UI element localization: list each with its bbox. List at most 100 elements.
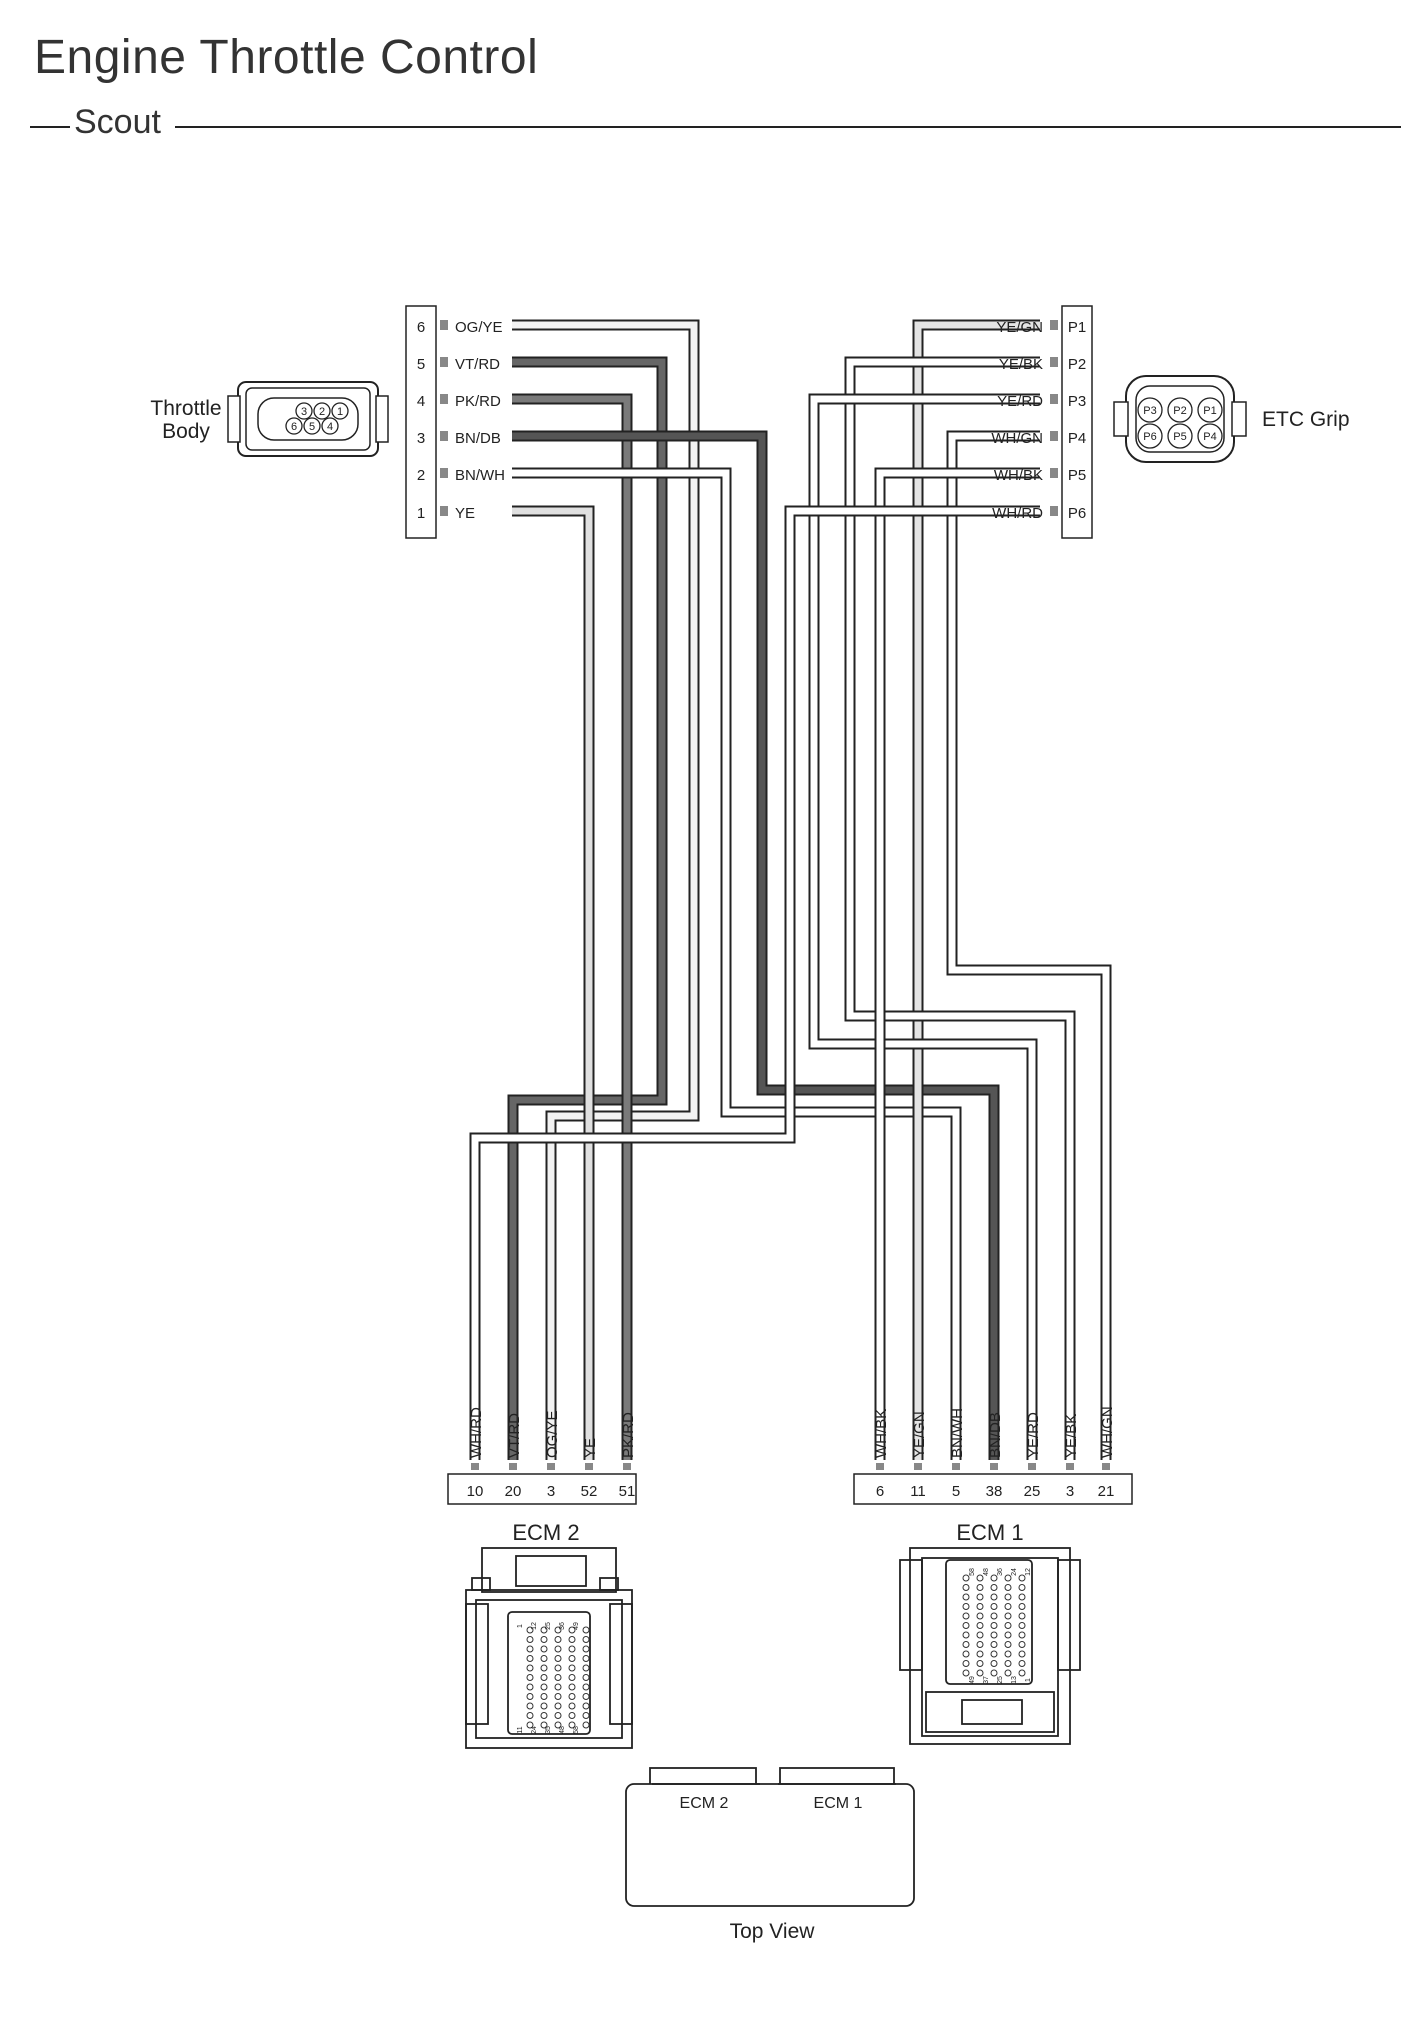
ecm1-pin-hole: [1018, 1650, 1026, 1658]
ecm1-pin-hole: [990, 1612, 998, 1620]
throttle-body-wire-label: PK/RD: [455, 393, 501, 410]
ecm1-pin-hole: [990, 1641, 998, 1648]
ecm2-face-number: 11: [517, 1726, 524, 1733]
etc-grip-wire-label: YE/RD: [997, 393, 1043, 410]
ecm2-pin-hole: [582, 1721, 590, 1729]
wire-pk-rd-outline: [512, 393, 633, 1460]
ecm1-pin-hole: [1018, 1574, 1026, 1582]
ecm1-pin-hole: [962, 1584, 970, 1591]
ecm2-pin-hole: [526, 1674, 534, 1681]
ecm2-pin-hole: [540, 1721, 548, 1729]
etc-pin-circle: [1167, 423, 1193, 449]
ecm2-face-number: 58: [573, 1726, 580, 1734]
ecm1-terminal-strip: [853, 1473, 1133, 1505]
ecm1-pin-hole: [976, 1593, 984, 1601]
pin-stub: [623, 1463, 631, 1470]
etc-pin-P2: P2: [1173, 405, 1186, 417]
ecm1-pin-hole: [990, 1593, 998, 1601]
ecm1-pin-hole: [976, 1650, 984, 1658]
ecm1-pin-hole: [962, 1622, 970, 1629]
ecm1-pin-hole: [976, 1603, 984, 1610]
ecm2-pin-hole: [554, 1683, 562, 1691]
throttle-body-label-1: Throttle: [150, 397, 221, 420]
pin-stub: [1050, 431, 1058, 441]
etc-grip-wire-label: WH/BK: [994, 467, 1043, 484]
ecm2-pin-hole: [540, 1645, 548, 1653]
title-rule-lead: [30, 126, 64, 128]
etc-grip-pin-P6: P6: [1068, 505, 1086, 522]
ecm1-pin-hole: [1004, 1622, 1012, 1629]
ecm1-pin-hole: [962, 1574, 970, 1582]
etc-grip-pin-P1: P1: [1068, 319, 1086, 336]
ecm2-pin-hole: [526, 1626, 534, 1634]
pin-stub: [471, 1463, 479, 1470]
ecm2-pin-hole: [554, 1674, 562, 1681]
ecm1-wire-label: YE/BK: [1063, 1414, 1080, 1458]
ecm2-pin-hole: [568, 1693, 576, 1700]
pin-stub: [585, 1463, 593, 1470]
ecm2-pin-hole: [526, 1636, 534, 1643]
wire-bn-wh: [512, 469, 960, 1460]
etc-pin-circle: [1197, 397, 1223, 423]
ecm1-pin-hole: [1018, 1622, 1026, 1629]
page-title: Engine Throttle Control: [34, 31, 539, 84]
ecm2-pin-hole: [582, 1655, 590, 1662]
ecm2-pin-hole: [582, 1664, 590, 1672]
ecm1-pin-25: 25: [1024, 1483, 1041, 1500]
wire-og-ye: [512, 321, 698, 1460]
ecm1-face-number: 49: [969, 1676, 976, 1684]
pin-stub: [1066, 1463, 1074, 1470]
ecm2-pin-hole: [582, 1693, 590, 1700]
ecm2-pin-hole: [582, 1712, 590, 1719]
ecm1-pin-hole: [1004, 1669, 1012, 1677]
ecm2-pin-hole: [554, 1702, 562, 1710]
ecm2-face-number: 36: [559, 1622, 566, 1630]
throttle-body-pin-3: 3: [417, 430, 425, 447]
wire-ye-gn: [914, 321, 1040, 1460]
ecm2-pin-hole: [568, 1683, 576, 1691]
throttle-pin-circle: [321, 417, 339, 435]
throttle-pin-circle: [285, 417, 303, 435]
wire-ye-gn-outline: [912, 319, 1040, 1460]
etc-pin-circle: [1137, 397, 1163, 423]
top-view-ecm2-tab: ECM 2: [680, 1795, 729, 1812]
ecm1-pin-hole: [976, 1641, 984, 1648]
ecm2-pin-hole: [568, 1645, 576, 1653]
pin-stub: [1050, 320, 1058, 330]
ecm2-pin-hole: [540, 1655, 548, 1662]
ecm2-pin-hole: [526, 1702, 534, 1710]
ecm2-pin-hole: [582, 1683, 590, 1691]
throttle-body-pin-6: 6: [417, 319, 425, 336]
throttle-body-wire-label: OG/YE: [455, 319, 503, 336]
ecm2-pin-hole: [540, 1626, 548, 1634]
ecm2-pin-hole: [540, 1683, 548, 1691]
ecm1-face-number: 1: [1025, 1678, 1032, 1682]
ecm1-pin-hole: [962, 1650, 970, 1658]
pin-stub: [1050, 468, 1058, 478]
ecm2-label: ECM 2: [512, 1520, 579, 1545]
ecm1-pin-hole: [1018, 1603, 1026, 1610]
ecm1-pin-hole: [1004, 1612, 1012, 1620]
etc-pin-P3: P3: [1143, 405, 1156, 417]
ecm2-pin-hole: [554, 1626, 562, 1634]
pin-stub: [509, 1463, 517, 1470]
ecm1-pin-hole: [990, 1603, 998, 1610]
ecm1-pin-6: 6: [876, 1483, 884, 1500]
wire-wh-gn: [948, 432, 1110, 1460]
ecm2-face-number: 24: [531, 1726, 538, 1734]
etc-grip-wire-label: YE/BK: [999, 356, 1043, 373]
ecm2-pin-hole: [568, 1674, 576, 1681]
wire-layer: [469, 319, 1112, 1460]
ecm2-pin-52: 52: [581, 1483, 598, 1500]
ecm2-pin-hole: [554, 1721, 562, 1729]
top-view-label: Top View: [730, 1920, 816, 1943]
ecm1-face-number: 37: [983, 1676, 990, 1684]
pin-stub: [1102, 1463, 1110, 1470]
ecm1-wire-label: YE/RD: [1025, 1412, 1042, 1458]
etc-pin-circle: [1137, 423, 1163, 449]
ecm2-wire-label: PK/RD: [620, 1412, 637, 1458]
ecm2-wire-label: VT/RD: [506, 1413, 523, 1458]
ecm2-pin-hole: [554, 1636, 562, 1643]
ecm1-face-number: 48: [983, 1568, 990, 1576]
